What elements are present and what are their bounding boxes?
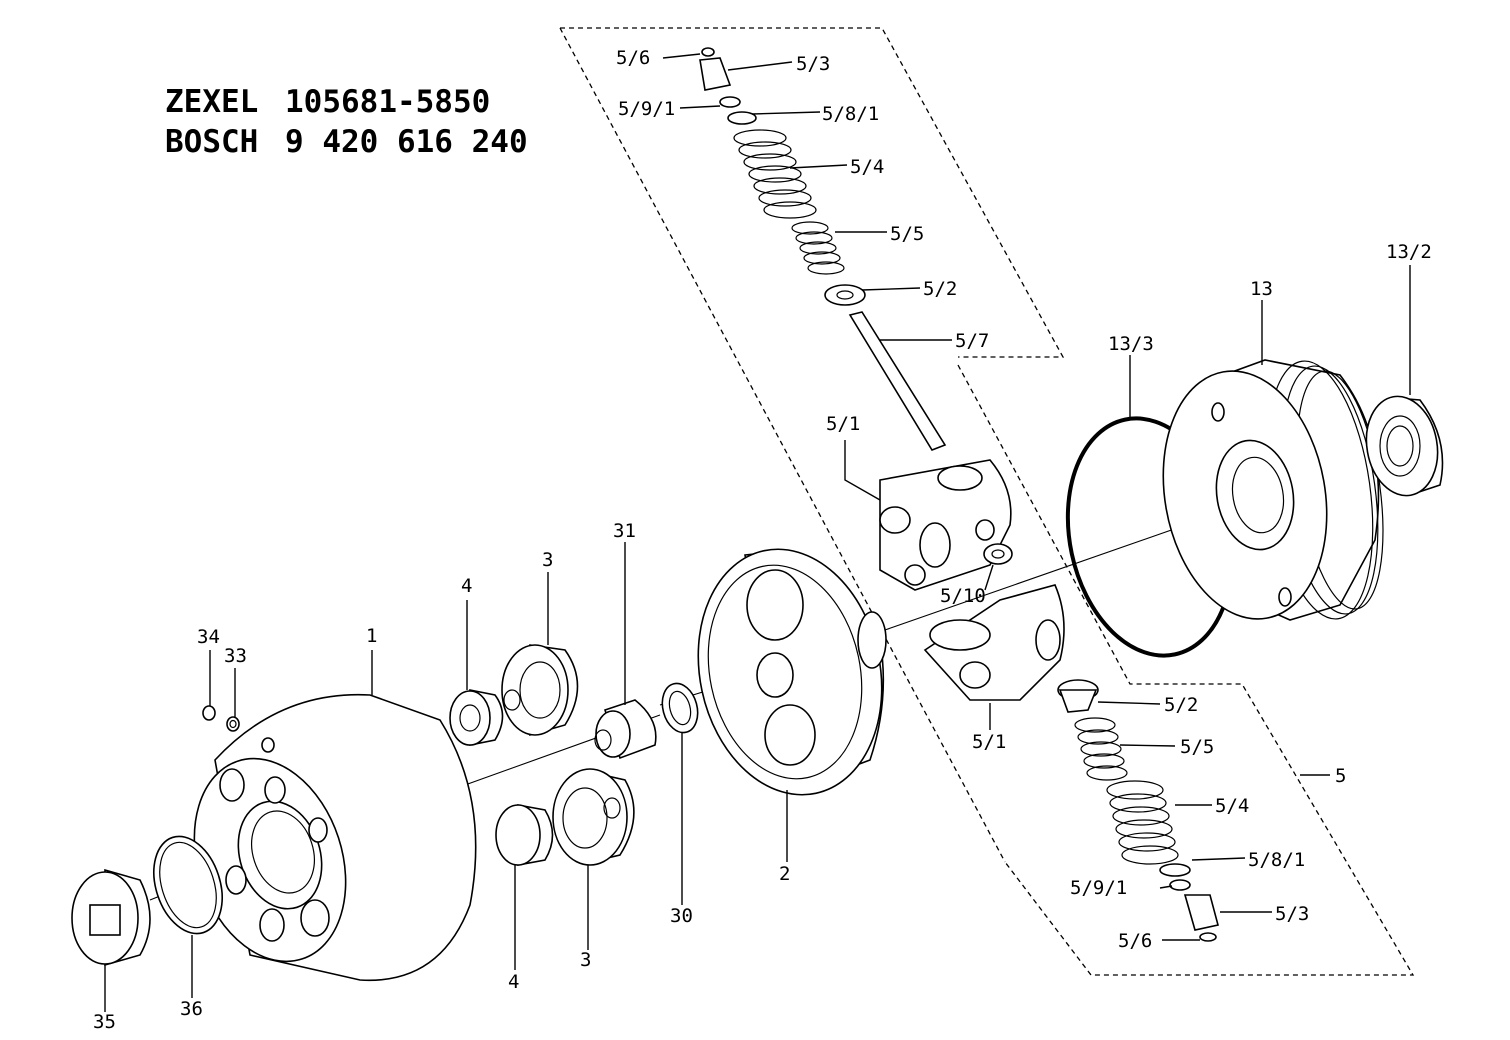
bearing-part-13-2: [1365, 395, 1444, 497]
clip-part-5-6-bottom: [1199, 932, 1217, 942]
housing-part-1: [193, 693, 477, 982]
label-31: 31: [613, 520, 636, 542]
label-2: 2: [779, 863, 790, 885]
valve-part-5-3-bottom: [1183, 894, 1219, 931]
label-5-1-top: 5/1: [826, 413, 860, 435]
upper-boundary: [560, 27, 1065, 358]
head-part-5-1-bottom: [923, 584, 1065, 701]
o-ring-part-36: [153, 835, 223, 935]
leader-lines: [104, 53, 1411, 1012]
spring-part-5-4-top: [733, 129, 817, 219]
label-33: 33: [224, 645, 247, 667]
seal-part-3-bottom: [552, 768, 635, 866]
brand-zexel: ZEXEL: [165, 84, 258, 120]
brand-bosch: BOSCH: [165, 124, 258, 160]
label-5-2-bottom: 5/2: [1164, 694, 1198, 716]
label-5-9-1-top: 5/9/1: [618, 98, 675, 120]
label-5-4-top: 5/4: [850, 156, 884, 178]
spring-part-5-5-bottom: [1074, 717, 1128, 781]
rod-part-5-7: [848, 311, 947, 451]
label-5-9-1-bottom: 5/9/1: [1070, 877, 1127, 899]
label-13-3: 13/3: [1108, 333, 1154, 355]
label-5-5-top: 5/5: [890, 223, 924, 245]
lower-boundary: [957, 364, 1415, 976]
plug-part-35: [71, 868, 151, 967]
clip-part-5-6-top: [701, 47, 715, 57]
seal-part-3-top: [501, 644, 579, 737]
seat-part-5-8-1-top: [727, 111, 757, 125]
cover-part-13: [1162, 359, 1384, 621]
label-5-5-bottom: 5/5: [1180, 736, 1214, 758]
spring-seat-part-5-2-top: [824, 284, 866, 306]
ring-part-5-9-1-top: [719, 96, 741, 108]
label-3-top: 3: [542, 549, 553, 571]
valve-part-5-3-top: [699, 57, 732, 91]
assembly-5-boundary: [559, 27, 1415, 976]
label-4-bottom: 4: [508, 971, 519, 993]
label-5-3-top: 5/3: [796, 53, 830, 75]
label-4-top: 4: [461, 575, 472, 597]
callout-labels: 5/6 5/3 5/9/1 5/8/1 5/4 5/5 5/2 5/7 5/1 …: [93, 47, 1432, 1033]
piston-part-4-top: [449, 689, 504, 746]
label-13-2: 13/2: [1386, 241, 1432, 263]
sleeve-part-31: [594, 699, 657, 760]
number-zexel: 105681-5850: [285, 84, 490, 120]
label-5: 5: [1335, 765, 1346, 787]
label-5-4-bottom: 5/4: [1215, 795, 1249, 817]
label-34: 34: [197, 626, 220, 648]
label-1: 1: [366, 625, 377, 647]
label-5-1-bottom: 5/1: [972, 731, 1006, 753]
ring-part-30: [661, 682, 699, 734]
part-number-header: ZEXEL 105681-5850 BOSCH 9 420 616 240: [165, 84, 528, 160]
washer-part-33: [226, 716, 240, 732]
label-36: 36: [180, 998, 203, 1020]
upper-valve-stack: [699, 47, 947, 451]
piston-part-4-bottom: [495, 804, 554, 866]
upper-left-boundary: [559, 27, 1006, 863]
label-3-bottom: 3: [580, 949, 591, 971]
label-30: 30: [670, 905, 693, 927]
label-35: 35: [93, 1011, 116, 1033]
label-5-6-top: 5/6: [616, 47, 650, 69]
label-5-7: 5/7: [955, 330, 989, 352]
seat-part-5-8-1-bottom: [1159, 863, 1191, 877]
label-5-6-bottom: 5/6: [1118, 930, 1152, 952]
spring-seat-part-5-2-bottom: [1057, 679, 1099, 713]
label-5-2-top: 5/2: [923, 278, 957, 300]
label-5-10: 5/10: [940, 585, 986, 607]
ring-part-5-9-1-bottom: [1169, 879, 1191, 891]
screw-part-34: [202, 705, 216, 721]
head-part-5-1-top: [879, 459, 1012, 591]
spring-part-5-5-top: [791, 221, 845, 275]
disc-part-2: [697, 548, 887, 796]
lower-valve-stack: [1057, 679, 1219, 942]
label-5-8-1-top: 5/8/1: [822, 103, 879, 125]
number-bosch: 9 420 616 240: [285, 124, 528, 160]
washer-part-5-10: [983, 543, 1013, 565]
label-13: 13: [1250, 278, 1273, 300]
label-5-8-1-bottom: 5/8/1: [1248, 849, 1305, 871]
spring-part-5-4-bottom: [1106, 780, 1179, 865]
label-5-3-bottom: 5/3: [1275, 903, 1309, 925]
